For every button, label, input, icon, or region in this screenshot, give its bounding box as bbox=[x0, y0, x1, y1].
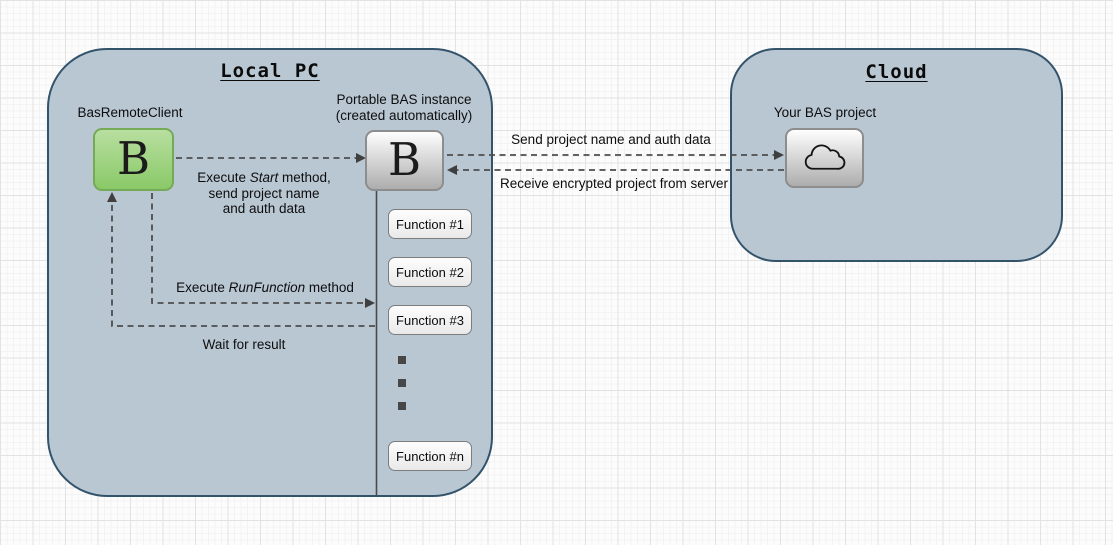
start-label-suffix: method, bbox=[278, 170, 331, 185]
start-label-prefix: Execute bbox=[197, 170, 250, 185]
wait-for-result-label: Wait for result bbox=[202, 337, 286, 352]
ellipsis-dot bbox=[398, 402, 406, 410]
ellipsis-dot bbox=[398, 356, 406, 364]
cloud-icon bbox=[804, 144, 845, 170]
start-label-line3: and auth data bbox=[222, 201, 306, 216]
your-bas-project-label: Your BAS project bbox=[773, 105, 877, 120]
run-function-arrow-label: Execute RunFunction method bbox=[155, 280, 375, 296]
runfn-label-prefix: Execute bbox=[176, 280, 229, 295]
start-method-arrow-label: Execute Start method, send project name … bbox=[174, 170, 354, 217]
function-box-n: Function #n bbox=[388, 441, 472, 471]
function-box-3: Function #3 bbox=[388, 305, 472, 335]
instance-label-line1: Portable BAS instance bbox=[336, 92, 472, 107]
instance-label-line2: (created automatically) bbox=[335, 107, 473, 123]
portable-bas-instance-label: Portable BAS instance (created automatic… bbox=[314, 92, 494, 123]
start-label-method: Start bbox=[249, 170, 279, 185]
portable-bas-instance-box: B bbox=[365, 130, 444, 191]
bas-remote-client-box: B bbox=[93, 128, 174, 191]
ellipsis-dot bbox=[398, 379, 406, 387]
function-box-2: Function #2 bbox=[388, 257, 472, 287]
runfn-label-method: RunFunction bbox=[228, 280, 306, 295]
bas-remote-client-label: BasRemoteClient bbox=[77, 105, 183, 120]
function-box-1: Function #1 bbox=[388, 209, 472, 239]
start-label-line2: send project name bbox=[208, 185, 320, 201]
your-bas-project-box bbox=[785, 128, 864, 188]
receive-project-label: Receive encrypted project from server bbox=[499, 176, 729, 191]
cloud-title: Cloud bbox=[865, 61, 928, 83]
runfn-label-suffix: method bbox=[305, 280, 354, 295]
bas-letter: B bbox=[387, 132, 422, 186]
bas-letter: B bbox=[116, 131, 151, 185]
local-pc-title: Local PC bbox=[220, 60, 320, 82]
send-project-label: Send project name and auth data bbox=[511, 132, 711, 147]
